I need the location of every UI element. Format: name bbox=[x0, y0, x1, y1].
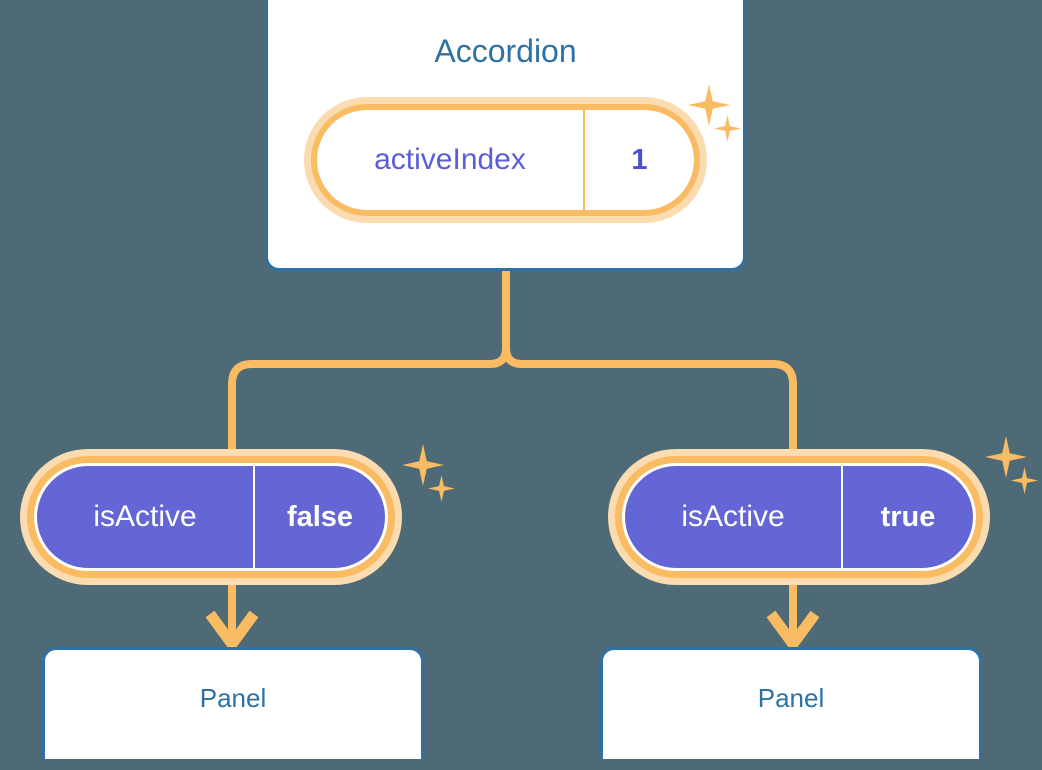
sparkle-small-icon bbox=[1011, 467, 1038, 494]
state-pill-ring: isActive false bbox=[34, 463, 388, 571]
arrow-down-icon-right bbox=[766, 610, 820, 654]
panel-component-label: Panel bbox=[757, 683, 825, 713]
connector-branch-right bbox=[502, 347, 797, 460]
state-pill-isactive-left[interactable]: isActive false bbox=[27, 456, 395, 578]
state-pill-body: activeIndex 1 bbox=[317, 110, 694, 210]
state-pill-body: isActive true bbox=[625, 466, 973, 568]
panel-component-card-right[interactable]: Panel bbox=[600, 647, 982, 759]
state-key-label: isActive bbox=[93, 500, 197, 533]
accordion-component-label: Accordion bbox=[434, 33, 577, 69]
connector-branch-left bbox=[228, 347, 510, 460]
state-value-label: true bbox=[841, 466, 973, 568]
state-value-label: false bbox=[253, 466, 385, 568]
state-key-label: activeIndex bbox=[374, 143, 526, 176]
state-pill-activeindex[interactable]: activeIndex 1 bbox=[311, 104, 700, 216]
panel-component-card-left[interactable]: Panel bbox=[42, 647, 424, 759]
state-pill-ring: isActive true bbox=[622, 463, 976, 571]
panel-component-label: Panel bbox=[199, 683, 267, 713]
state-pill-isactive-right[interactable]: isActive true bbox=[615, 456, 983, 578]
sparkle-small-icon bbox=[428, 475, 455, 502]
state-key-label: isActive bbox=[681, 500, 785, 533]
sparkle-icon bbox=[402, 444, 444, 486]
arrow-down-icon-left bbox=[205, 610, 259, 654]
state-pill-body: isActive false bbox=[37, 466, 385, 568]
sparkle-icon bbox=[985, 436, 1027, 478]
state-value-label: 1 bbox=[583, 110, 694, 210]
